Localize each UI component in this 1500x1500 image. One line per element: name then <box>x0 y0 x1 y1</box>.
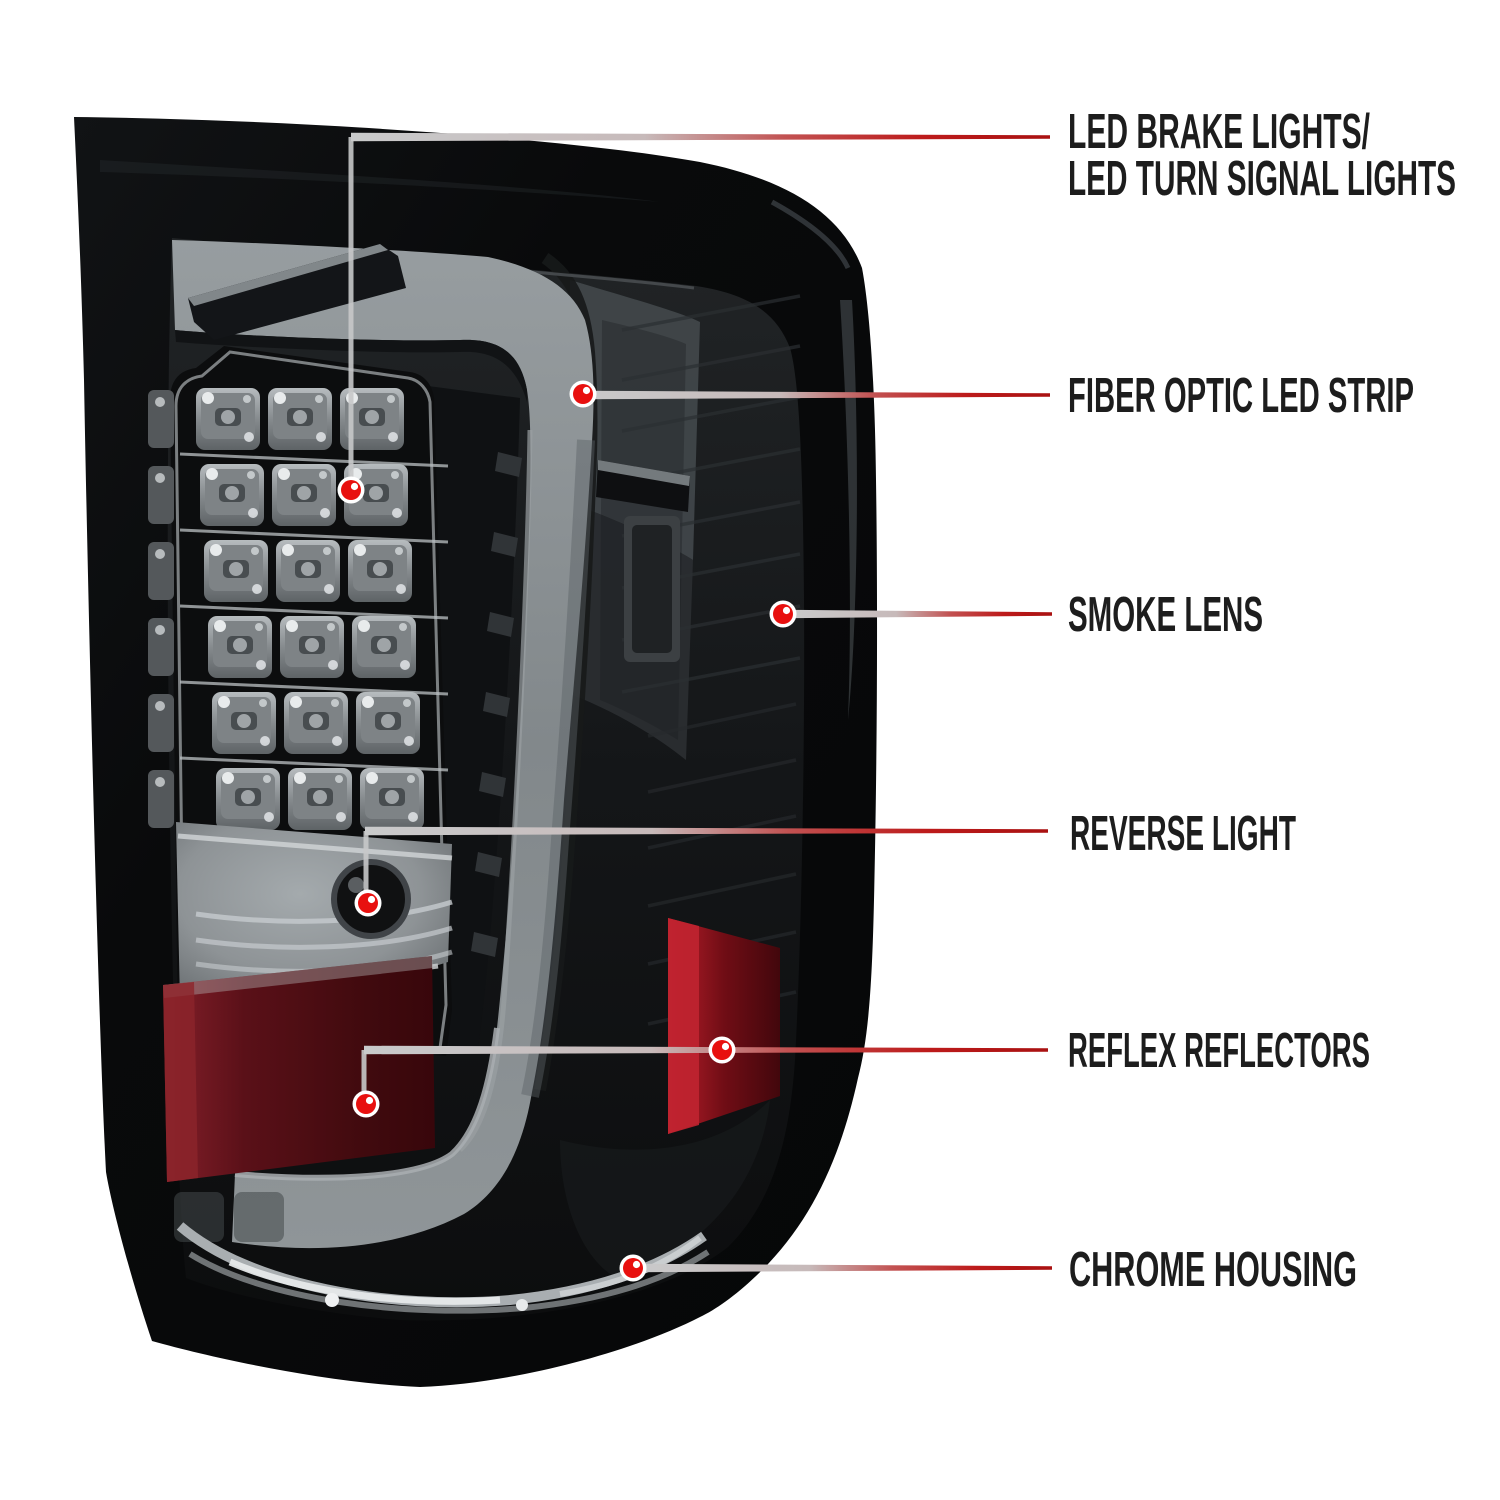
svg-text:FIBER OPTIC LED STRIP: FIBER OPTIC LED STRIP <box>1068 369 1414 423</box>
svg-text:REFLEX REFLECTORS: REFLEX REFLECTORS <box>1068 1024 1370 1078</box>
svg-text:REVERSE LIGHT: REVERSE LIGHT <box>1070 807 1296 861</box>
svg-text:LED BRAKE LIGHTS/: LED BRAKE LIGHTS/ <box>1068 105 1370 159</box>
svg-text:SMOKE LENS: SMOKE LENS <box>1068 588 1263 642</box>
svg-text:LED TURN SIGNAL LIGHTS: LED TURN SIGNAL LIGHTS <box>1068 152 1456 206</box>
svg-text:CHROME HOUSING: CHROME HOUSING <box>1069 1243 1357 1297</box>
